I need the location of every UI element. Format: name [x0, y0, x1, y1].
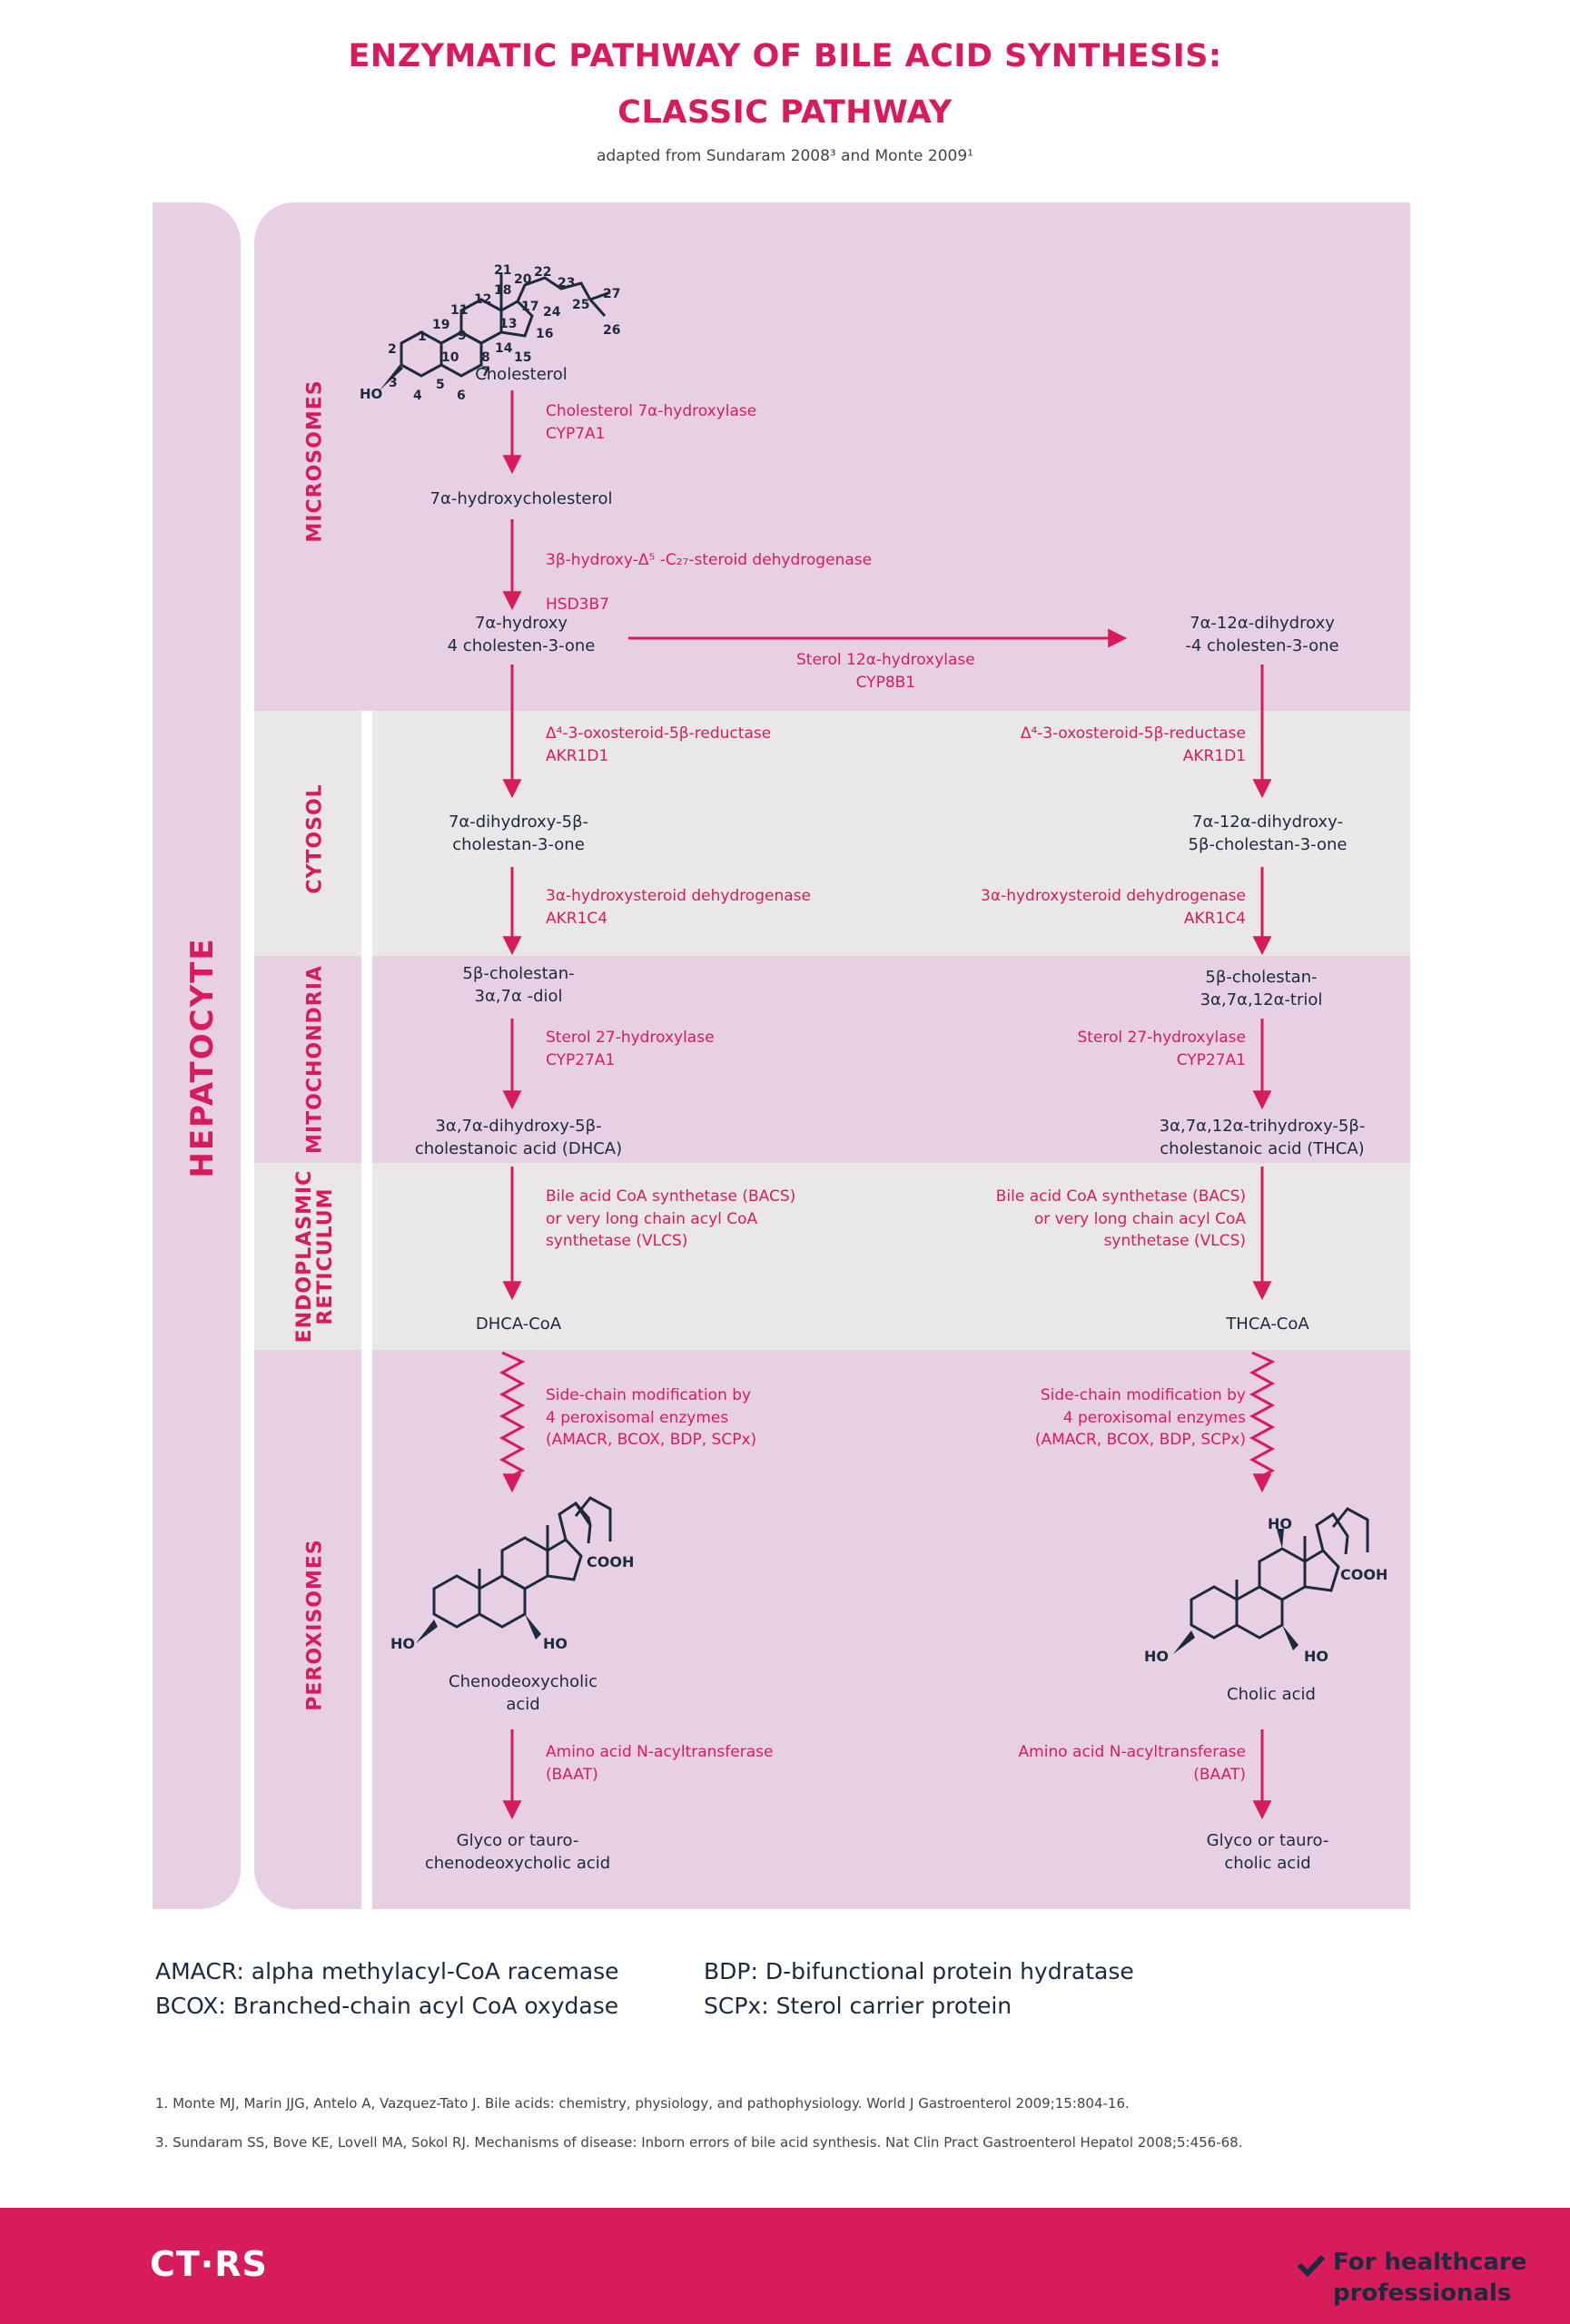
- enzyme-akr1d1-right: Δ⁴-3-oxosteroid-5β-reductase AKR1D1: [1020, 724, 1246, 765]
- enzyme-hsd3b7-line1: 3β-hydroxy-Δ⁵ -C₂₇-steroid dehydrogenase: [546, 550, 873, 569]
- node-left-cytosol: 7α-dihydroxy-5β- cholestan-3-one: [448, 812, 589, 855]
- svg-text:7: 7: [481, 365, 490, 379]
- cholesterol-structure: [380, 272, 611, 390]
- enzyme-bacs-left: Bile acid CoA synthetase (BACS) or very …: [546, 1187, 796, 1251]
- footer-badge: For healthcare professionals: [1333, 2248, 1526, 2309]
- node-thca-coa: THCA-CoA: [1226, 1315, 1309, 1334]
- hepatocyte-bar: [153, 202, 241, 1909]
- node-dhca: 3α,7α-dihydroxy-5β- cholestanoic acid (D…: [414, 1117, 623, 1159]
- reference-1: 1. Monte MJ, Marin JJG, Antelo A, Vazque…: [155, 2095, 1130, 2112]
- svg-text:6: 6: [457, 389, 466, 403]
- enzyme-perox-right: Side-chain modification by 4 peroxisomal…: [1034, 1386, 1246, 1450]
- enzyme-akr1c4-left: 3α-hydroxysteroid dehydrogenase AKR1C4: [546, 887, 811, 928]
- svg-text:24: 24: [543, 305, 561, 320]
- node-hydroxy-cholestenone: 7α-hydroxy 4 cholesten-3-one: [447, 614, 596, 656]
- wavy-arrow-right: [1249, 1351, 1276, 1493]
- svg-text:8: 8: [481, 350, 490, 365]
- enzyme-baat-right: Amino acid N-acyltransferase (BAAT): [1018, 1743, 1246, 1784]
- svg-text:2: 2: [388, 342, 397, 357]
- cdca-cooh: COOH: [587, 1553, 634, 1571]
- microsomes-band: [254, 202, 1410, 711]
- enzyme-cyp27a1-left: Sterol 27-hydroxylase CYP27A1: [546, 1029, 715, 1069]
- svg-text:20: 20: [514, 272, 532, 287]
- svg-text:13: 13: [499, 317, 517, 331]
- cdca-ho-7: HO: [543, 1635, 568, 1652]
- svg-text:16: 16: [536, 327, 553, 341]
- svg-text:21: 21: [494, 263, 511, 278]
- er-band: [254, 1163, 1410, 1350]
- cholic-structure: [1173, 1507, 1369, 1654]
- enzyme-hsd3b7: 3β-hydroxy-Δ⁵ -C₂₇-steroid dehydrogenase…: [546, 527, 872, 638]
- node-cholic: Cholic acid: [1227, 1685, 1316, 1704]
- footer-bar: CT·RS For healthcare professionals: [0, 2208, 1570, 2324]
- node-dihydroxy-cholestenone: 7α-12α-dihydroxy -4 cholesten-3-one: [1185, 614, 1339, 656]
- page-title-line1: ENZYMATIC PATHWAY OF BILE ACID SYNTHESIS…: [348, 38, 1222, 74]
- svg-text:23: 23: [558, 276, 575, 290]
- cholic-cooh: COOH: [1340, 1566, 1387, 1583]
- footer-badge-line1: For healthcare: [1333, 2249, 1527, 2276]
- footer-logo: CT·RS: [150, 2244, 268, 2284]
- svg-text:5: 5: [436, 378, 445, 392]
- svg-text:17: 17: [521, 300, 538, 314]
- enzyme-baat-left: Amino acid N-acyltransferase (BAAT): [546, 1743, 774, 1784]
- cholic-ho-3: HO: [1144, 1648, 1169, 1665]
- node-right-cytosol: 7α-12α-dihydroxy- 5β-cholestan-3-one: [1188, 812, 1348, 855]
- enzyme-cyp27a1-right: Sterol 27-hydroxylase CYP27A1: [1077, 1029, 1246, 1069]
- wavy-arrow-left: [499, 1351, 526, 1493]
- node-cdca: Chenodeoxycholic acid: [449, 1672, 597, 1715]
- svg-text:26: 26: [603, 323, 620, 338]
- cdca-structure: [416, 1496, 612, 1643]
- node-glyco-cdca: Glyco or tauro- chenodeoxycholic acid: [424, 1831, 611, 1874]
- node-thca: 3α,7α,12α-trihydroxy-5β- cholestanoic ac…: [1159, 1117, 1366, 1159]
- svg-text:4: 4: [413, 389, 422, 403]
- enzyme-perox-left: Side-chain modification by 4 peroxisomal…: [546, 1386, 757, 1450]
- svg-text:15: 15: [514, 350, 531, 365]
- enzyme-hsd3b7-line2: HSD3B7: [546, 595, 609, 614]
- enzyme-akr1d1-left: Δ⁴-3-oxosteroid-5β-reductase AKR1D1: [546, 724, 772, 765]
- cholesterol-numbers: 1 2 3 4 5 6 7 8 9 10 11 12 13 14 15 16 1…: [360, 263, 620, 403]
- svg-text:HO: HO: [360, 386, 382, 402]
- legend-bdp: BDP: D-bifunctional protein hydratase: [704, 1958, 1134, 1984]
- svg-text:3: 3: [389, 376, 398, 390]
- node-hydroxycholesterol: 7α-hydroxycholesterol: [430, 489, 613, 508]
- mitochondria-band: [254, 956, 1410, 1163]
- svg-text:27: 27: [603, 287, 620, 301]
- svg-text:22: 22: [534, 265, 551, 280]
- svg-text:19: 19: [432, 318, 449, 332]
- cholic-ho-7: HO: [1304, 1648, 1328, 1665]
- enzyme-cyp8b1: Sterol 12α-hydroxylase CYP8B1: [796, 651, 975, 692]
- cdca-ho-3: HO: [390, 1635, 415, 1652]
- svg-text:12: 12: [474, 292, 491, 307]
- legend-scpx: SCPx: Sterol carrier protein: [704, 1993, 1012, 2019]
- page-subtitle: adapted from Sundaram 2008³ and Monte 20…: [597, 147, 973, 165]
- svg-text:25: 25: [572, 298, 589, 312]
- svg-text:11: 11: [450, 303, 468, 318]
- node-cholesterol: Cholesterol: [475, 365, 568, 384]
- svg-text:9: 9: [458, 329, 467, 343]
- svg-text:14: 14: [495, 341, 513, 356]
- legend-amacr: AMACR: alpha methylacyl-CoA racemase: [155, 1958, 619, 1984]
- enzyme-cyp7a1: Cholesterol 7α-hydroxylase CYP7A1: [546, 402, 757, 443]
- checkmark-icon: [1297, 2254, 1326, 2277]
- node-left-diol: 5β-cholestan- 3α,7α -diol: [462, 964, 575, 1007]
- enzyme-bacs-right: Bile acid CoA synthetase (BACS) or very …: [995, 1187, 1246, 1251]
- footer-badge-line2: professionals: [1333, 2279, 1512, 2307]
- reference-3: 3. Sundaram SS, Bove KE, Lovell MA, Soko…: [155, 2134, 1243, 2151]
- node-glyco-cholic: Glyco or tauro- cholic acid: [1206, 1831, 1329, 1874]
- legend-bcox: BCOX: Branched-chain acyl CoA oxydase: [155, 1993, 619, 2019]
- page-title-line2: CLASSIC PATHWAY: [617, 94, 953, 131]
- enzyme-akr1c4-right: 3α-hydroxysteroid dehydrogenase AKR1C4: [981, 887, 1246, 928]
- cytosol-band: [254, 711, 1410, 956]
- node-right-triol: 5β-cholestan- 3α,7α,12α-triol: [1200, 968, 1323, 1010]
- peroxisomes-band: [254, 1350, 1410, 1909]
- node-dhca-coa: DHCA-CoA: [475, 1315, 562, 1334]
- cholic-ho-12: HO: [1268, 1515, 1292, 1532]
- svg-text:10: 10: [441, 350, 459, 365]
- svg-text:18: 18: [494, 283, 511, 298]
- svg-text:1: 1: [418, 330, 427, 344]
- column-divider: [361, 711, 372, 1909]
